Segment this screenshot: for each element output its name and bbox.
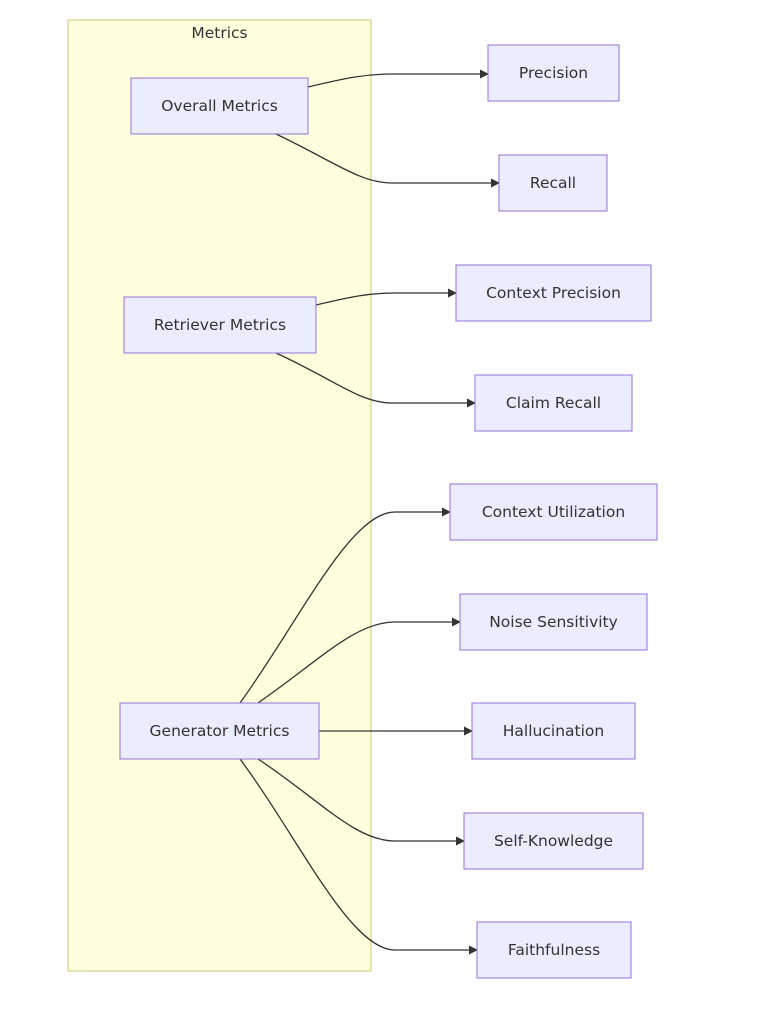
node-box <box>474 374 633 432</box>
node-claim-recall: Claim Recall <box>474 374 633 432</box>
node-label: Precision <box>519 64 588 82</box>
node-label: Recall <box>530 174 576 192</box>
node-label: Claim Recall <box>506 394 601 412</box>
node-box <box>130 77 309 135</box>
node-label: Overall Metrics <box>161 97 278 115</box>
node-box <box>119 702 320 760</box>
edge-retriever-to-claim_recall <box>275 352 476 408</box>
node-noise: Noise Sensitivity <box>459 593 648 651</box>
edge-generator-to-noise <box>257 617 461 704</box>
node-label: Context Precision <box>486 284 621 302</box>
node-overall: Overall Metrics <box>130 77 309 135</box>
edge-generator-to-faithful <box>239 758 478 955</box>
node-box <box>449 483 658 541</box>
node-label: Faithfulness <box>508 941 600 959</box>
node-box <box>487 44 620 102</box>
node-label: Self-Knowledge <box>494 832 613 850</box>
node-generator: Generator Metrics <box>119 702 320 760</box>
node-selfknow: Self-Knowledge <box>463 812 644 870</box>
edge-generator-to-ctx_util <box>239 507 451 704</box>
node-box <box>123 296 317 354</box>
node-label: Generator Metrics <box>150 722 290 740</box>
node-faithful: Faithfulness <box>476 921 632 979</box>
edge-generator-to-selfknow <box>257 758 465 846</box>
node-box <box>463 812 644 870</box>
metrics-cluster-label: Metrics <box>191 24 247 42</box>
node-ctx-precision: Context Precision <box>455 264 652 322</box>
edge-retriever-to-ctx_precision <box>315 288 457 306</box>
node-box <box>459 593 648 651</box>
node-box <box>476 921 632 979</box>
node-box <box>455 264 652 322</box>
metrics-cluster: Metrics <box>67 19 372 972</box>
node-label: Hallucination <box>503 722 604 740</box>
node-halluc: Hallucination <box>471 702 636 760</box>
node-retriever: Retriever Metrics <box>123 296 317 354</box>
edge-overall-to-precision <box>307 69 489 88</box>
node-label: Retriever Metrics <box>154 316 286 334</box>
node-label: Context Utilization <box>482 503 625 521</box>
node-box <box>471 702 636 760</box>
node-ctx-util: Context Utilization <box>449 483 658 541</box>
node-precision: Precision <box>487 44 620 102</box>
node-label: Noise Sensitivity <box>489 613 618 631</box>
node-recall: Recall <box>498 154 608 212</box>
node-box <box>498 154 608 212</box>
metrics-cluster-box <box>67 19 372 972</box>
edges-layer <box>239 69 500 955</box>
edge-overall-to-recall <box>275 133 500 188</box>
